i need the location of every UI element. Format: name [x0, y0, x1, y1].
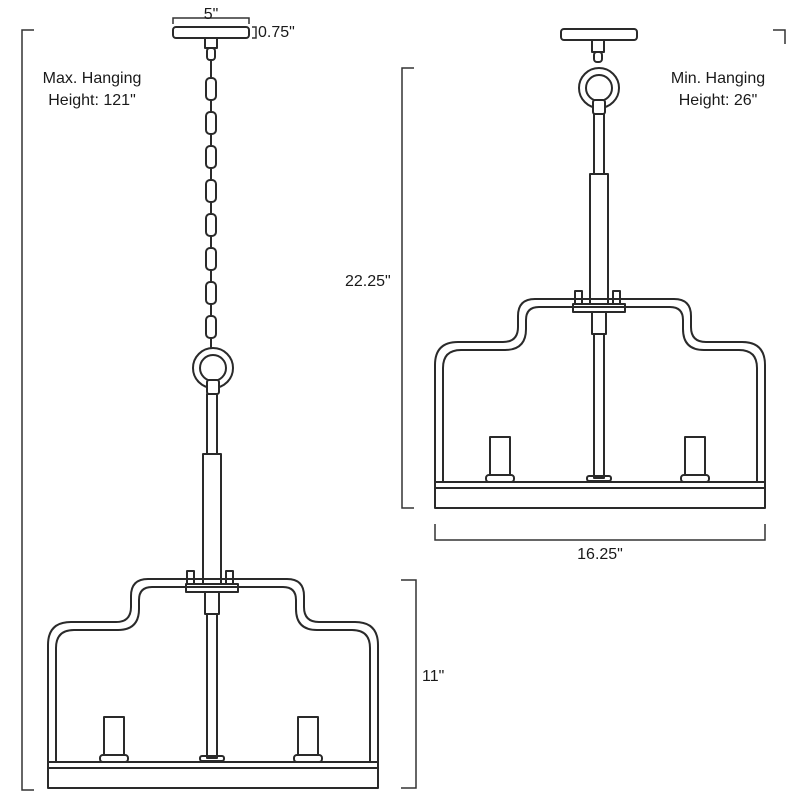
max-hanging-label-line2: Height: 121"	[48, 92, 136, 109]
fixture-min-hanging	[434, 28, 766, 509]
max-hanging-label-line1: Max. Hanging	[42, 70, 142, 87]
chain	[205, 47, 217, 349]
dim-canopy-width	[172, 17, 250, 24]
min-hanging-label-line1: Min. Hanging	[670, 70, 766, 87]
body-height-label: 11"	[422, 668, 445, 685]
dim-canopy-height	[252, 26, 257, 39]
candle-left	[489, 436, 511, 476]
canopy	[560, 28, 638, 41]
base-ring	[47, 761, 379, 789]
fixture-max-hanging	[47, 26, 379, 789]
dim-min-hanging-height	[773, 29, 786, 44]
center-rod	[204, 591, 220, 615]
canopy-width-label: 5"	[203, 6, 219, 23]
min-height-label: 22.25"	[345, 273, 391, 290]
canopy-height-label: 0.75"	[258, 24, 295, 41]
frame	[47, 578, 379, 763]
min-hanging-label-line2: Height: 26"	[678, 92, 758, 109]
candle-left	[103, 716, 125, 756]
stem	[206, 393, 218, 455]
dim-min-height	[401, 67, 414, 509]
center-rod	[591, 311, 607, 335]
canopy	[172, 26, 250, 39]
candle-right	[297, 716, 319, 756]
dim-body-height	[401, 579, 417, 789]
body-width-label: 16.25"	[577, 546, 623, 563]
stem	[593, 113, 605, 175]
base-ring	[434, 481, 766, 509]
dim-body-width	[434, 524, 766, 541]
candle-right	[684, 436, 706, 476]
dim-max-hanging-height	[21, 29, 34, 791]
frame	[434, 298, 766, 483]
